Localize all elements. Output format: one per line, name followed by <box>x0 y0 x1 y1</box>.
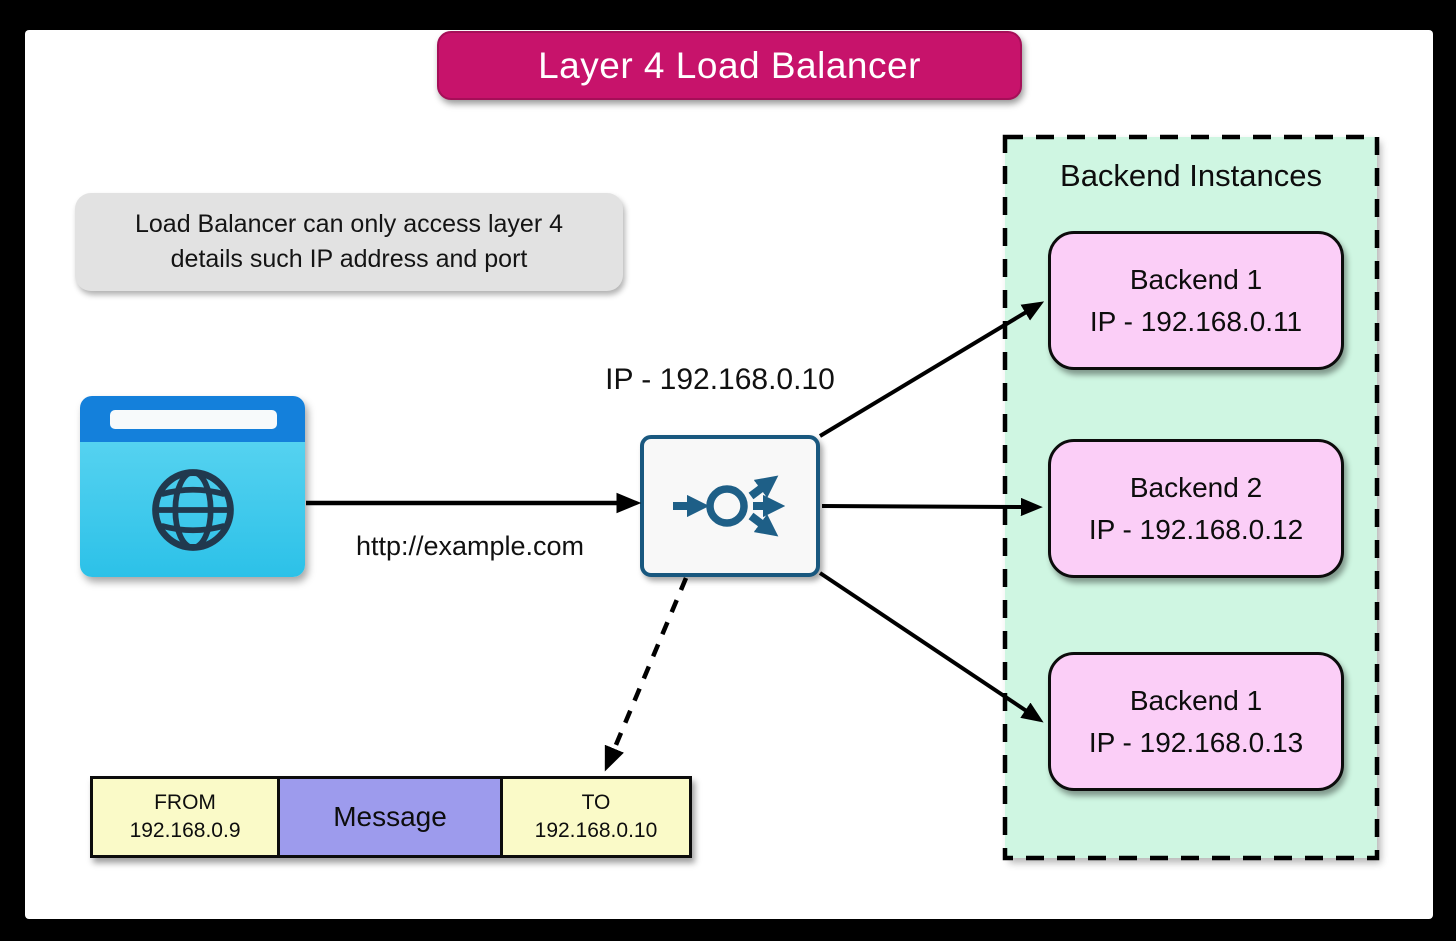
backend-name: Backend 1 <box>1129 264 1263 296</box>
packet-from-cell: FROM 192.168.0.9 <box>93 779 278 855</box>
backend-name: Backend 1 <box>1129 685 1263 717</box>
load-balancer-note: Load Balancer can only access layer 4 de… <box>75 193 623 291</box>
backend-node-3: Backend 1 IP - 192.168.0.13 <box>1048 652 1344 791</box>
packet-from-ip: 192.168.0.9 <box>129 819 241 842</box>
backend-node-2: Backend 2 IP - 192.168.0.12 <box>1048 439 1344 578</box>
packet-to-ip: 192.168.0.10 <box>534 819 658 842</box>
backend-ip: IP - 192.168.0.13 <box>1088 726 1304 758</box>
packet-to-label: TO <box>581 790 611 814</box>
packet-diagram: FROM 192.168.0.9 Message TO 192.168.0.10 <box>90 776 692 858</box>
diagram-title: Layer 4 Load Balancer <box>538 44 921 86</box>
diagram-title-banner: Layer 4 Load Balancer <box>437 31 1022 100</box>
backend-ip: IP - 192.168.0.11 <box>1089 305 1303 337</box>
browser-body <box>80 442 305 577</box>
packet-message-label: Message <box>333 801 447 832</box>
request-url-label: http://example.com <box>355 531 585 561</box>
backend-instances-title: Backend Instances <box>1060 158 1322 193</box>
browser-titlebar <box>80 396 305 442</box>
load-balancer-node <box>640 435 820 577</box>
browser-addressbar <box>110 410 277 429</box>
backend-ip: IP - 192.168.0.12 <box>1088 513 1304 545</box>
packet-from-label: FROM <box>154 790 216 814</box>
fan-out-distribution-icon <box>673 475 786 537</box>
packet-to-cell: TO 192.168.0.10 <box>502 779 689 855</box>
packet-message-cell: Message <box>277 779 503 855</box>
globe-icon <box>151 468 234 551</box>
load-balancer-ip-label: IP - 192.168.0.10 <box>605 363 835 396</box>
backend-name: Backend 2 <box>1129 472 1263 504</box>
load-balancer-note-text: Load Balancer can only access layer 4 de… <box>134 209 564 274</box>
backend-node-1: Backend 1 IP - 192.168.0.11 <box>1048 231 1344 370</box>
client-browser-icon <box>80 396 305 577</box>
